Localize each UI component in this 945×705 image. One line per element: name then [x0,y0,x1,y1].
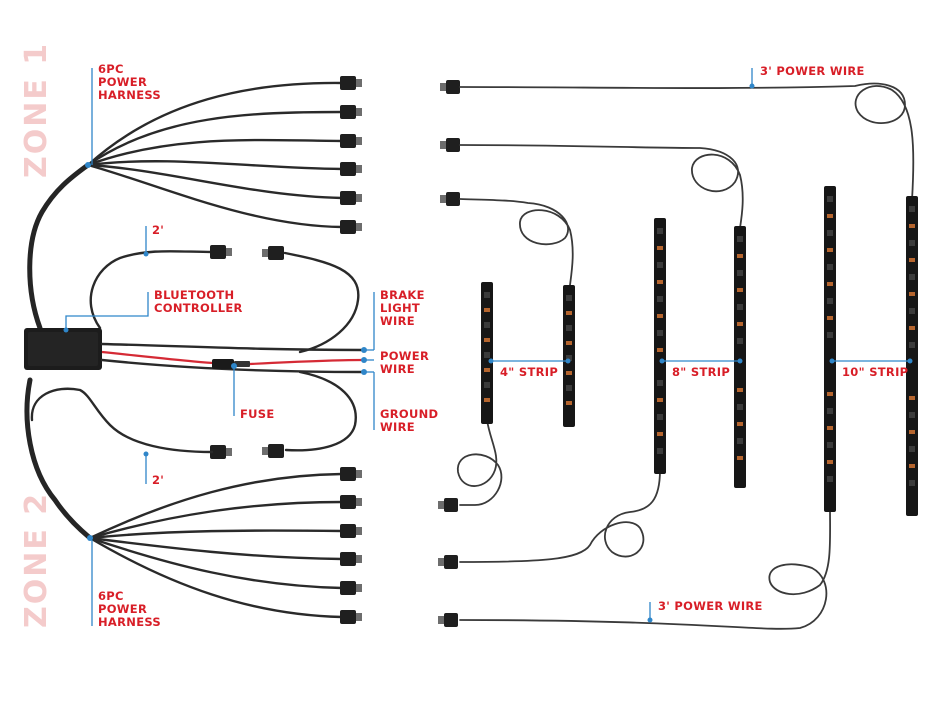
power-wire-top [440,80,915,201]
brake-label-1: BRAKE [380,288,425,302]
zone-2-label: ZONE 2 [19,492,54,628]
fuse-label: FUSE [240,407,275,421]
strip-8-label: 8" STRIP [672,365,730,379]
zone-2-harness [24,377,344,619]
harness-bottom-label-1: 6PC [98,589,124,603]
harness-top-label-1: 6PC [98,62,124,76]
power-wire-8-left [438,469,661,569]
two-foot-extension-top [89,245,360,354]
brake-label-3: WIRE [380,314,415,328]
harness-bottom-label-3: HARNESS [98,615,161,629]
leader-lines [63,68,913,626]
labels: 6PC POWER HARNESS 2' BLUETOOTH CONTROLLE… [98,62,908,629]
strip-4-label: 4" STRIP [500,365,558,379]
power-wire-bottom [438,507,832,630]
strip-10-label: 10" STRIP [842,365,908,379]
strip-8-left [654,218,666,474]
power-wire-bottom-label: 3' POWER WIRE [658,599,763,613]
power-label-1: POWER [380,349,429,363]
harness-top-label-3: HARNESS [98,88,161,102]
zone-1-harness [27,81,344,331]
power-wire-4-right [440,192,574,286]
two-foot-bottom-label: 2' [152,473,164,487]
power-label-2: WIRE [380,362,415,376]
harness-top-label-2: POWER [98,75,147,89]
brake-label-2: LIGHT [380,301,420,315]
strip-10-left [824,186,836,512]
strip-8-right [734,226,746,488]
zone-1-label: ZONE 1 [19,42,54,178]
harness-bottom-label-2: POWER [98,602,147,616]
power-wire-top-label: 3' POWER WIRE [760,64,865,78]
strip-10-right [906,196,918,516]
strip-4-right [563,285,575,427]
ground-label-1: GROUND [380,407,438,421]
power-wire-4-left [438,419,503,512]
two-foot-top-label: 2' [152,223,164,237]
bluetooth-controller [24,328,364,374]
two-foot-extension-bottom [30,370,357,459]
ground-label-2: WIRE [380,420,415,434]
bluetooth-label-1: BLUETOOTH [154,288,234,302]
bluetooth-label-2: CONTROLLER [154,301,243,315]
zone-2-connectors [340,467,362,624]
strip-4-left [481,282,493,424]
power-wire-8-right [440,138,744,229]
zone-1-connectors [340,76,362,234]
